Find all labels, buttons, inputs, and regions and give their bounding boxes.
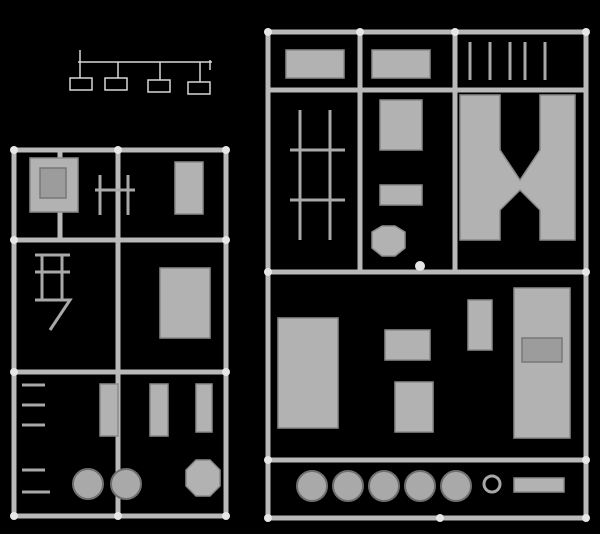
right-sprue [265, 29, 589, 521]
clear-parts-sprue [69, 50, 212, 95]
left-sprue [11, 147, 229, 519]
sprue-knobs [10, 28, 590, 522]
